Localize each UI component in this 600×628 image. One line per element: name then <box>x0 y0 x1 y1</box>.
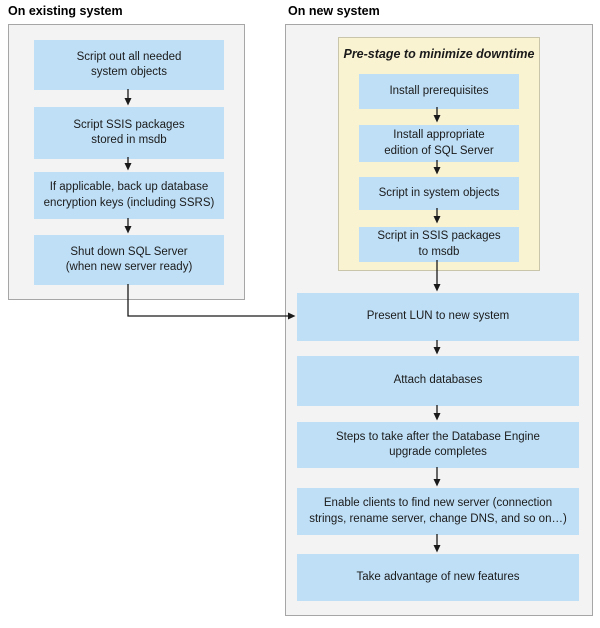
step-attach-databases: Attach databases <box>297 356 579 406</box>
prestage-title: Pre-stage to minimize downtime <box>343 47 535 61</box>
step-script-out-system-objects: Script out all needed system objects <box>34 40 224 90</box>
new-system-panel: Pre-stage to minimize downtime Install p… <box>285 24 593 616</box>
step-present-lun: Present LUN to new system <box>297 293 579 341</box>
step-shut-down-sql-server: Shut down SQL Server (when new server re… <box>34 235 224 285</box>
step-script-in-system-objects: Script in system objects <box>359 177 519 210</box>
existing-system-panel: Script out all needed system objects Scr… <box>8 24 245 300</box>
step-enable-clients: Enable clients to find new server (conne… <box>297 488 579 535</box>
existing-system-header: On existing system <box>8 4 123 18</box>
step-script-ssis-packages: Script SSIS packages stored in msdb <box>34 107 224 159</box>
step-script-in-ssis-packages: Script in SSIS packages to msdb <box>359 227 519 262</box>
prestage-group: Pre-stage to minimize downtime Install p… <box>338 37 540 271</box>
step-backup-encryption-keys: If applicable, back up database encrypti… <box>34 172 224 219</box>
step-install-prerequisites: Install prerequisites <box>359 74 519 109</box>
step-take-advantage-new-features: Take advantage of new features <box>297 554 579 601</box>
new-system-header: On new system <box>288 4 380 18</box>
step-install-sql-server-edition: Install appropriate edition of SQL Serve… <box>359 125 519 162</box>
step-post-upgrade-steps: Steps to take after the Database Engine … <box>297 422 579 468</box>
